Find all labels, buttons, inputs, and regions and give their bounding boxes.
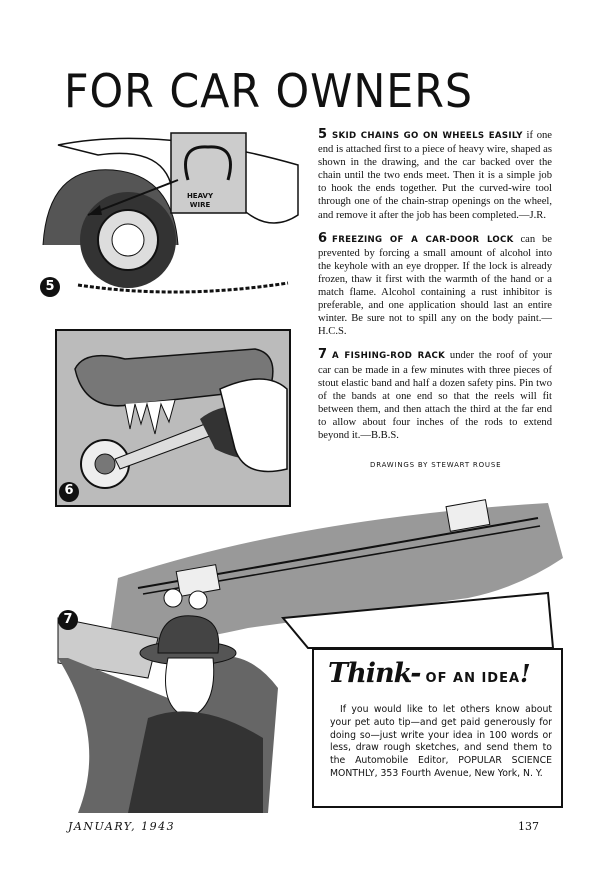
illustration-skid-chains: [40, 132, 299, 297]
tip-heading: A FISHING-ROD RACK: [332, 351, 446, 362]
illustration-door-lock: [55, 329, 291, 507]
think-bang: !: [520, 659, 531, 688]
think-caps: OF AN IDEA: [425, 671, 521, 686]
think-dash: -: [410, 658, 421, 689]
figure-6-number: 6: [64, 483, 74, 498]
think-script: Think: [328, 658, 411, 689]
drawings-credit: DRAWINGS BY STEWART ROUSE: [370, 461, 502, 470]
footer-date: JANUARY, 1943: [68, 820, 176, 833]
tip-heading: FREEZING OF A CAR-DOOR LOCK: [332, 234, 514, 245]
tip-body: if one end is attached first to a piece …: [318, 130, 553, 221]
page-title: FOR CAR OWNERS: [64, 64, 473, 118]
tip-door-lock: 6 FREEZING OF A CAR-DOOR LOCK can be prev…: [318, 232, 552, 339]
heavy-wire-label: HEAVY WIRE: [186, 192, 214, 209]
page-number: 137: [518, 820, 539, 833]
tip-number: 7: [318, 347, 328, 363]
tip-fishing-rod-rack: 7 A FISHING-ROD RACK under the roof of yo…: [318, 348, 552, 442]
tip-skid-chains: 5 SKID CHAINS GO ON WHEELS EASILY if one …: [318, 128, 552, 222]
tip-body: under the roof of your car can be made i…: [318, 350, 552, 441]
think-of-an-idea-box: Think- OF AN IDEA! If you would like to …: [312, 648, 563, 808]
figure-7-number: 7: [63, 612, 73, 627]
figure-5-number: 5: [45, 279, 55, 294]
think-body: If you would like to let others know abo…: [330, 704, 552, 779]
tip-number: 6: [318, 230, 328, 246]
tips-column: 5 SKID CHAINS GO ON WHEELS EASILY if one …: [318, 128, 552, 470]
think-heading: Think- OF AN IDEA!: [328, 658, 531, 689]
illustration-fishing-rod-rack: [57, 499, 563, 813]
tip-number: 5: [318, 127, 328, 142]
tip-heading: SKID CHAINS GO ON WHEELS EASILY: [332, 131, 523, 141]
tip-body: can be prevented by forcing a small amou…: [318, 233, 552, 338]
